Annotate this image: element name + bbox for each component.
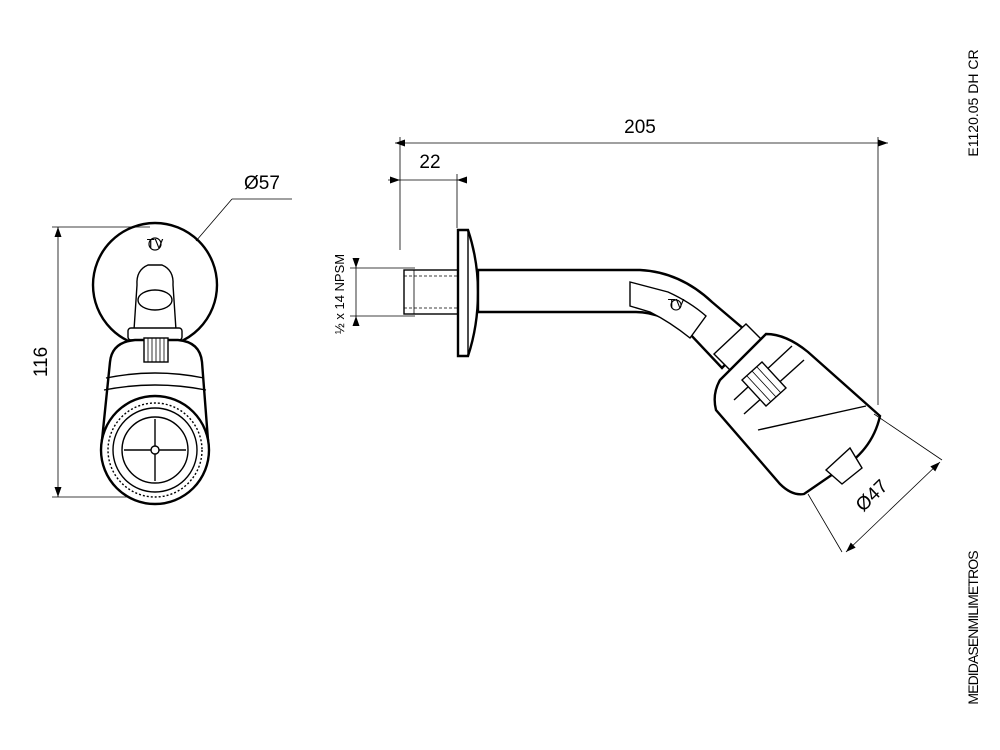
knurl-grip (143, 337, 169, 363)
knurl-grip-side (741, 361, 787, 407)
head-diameter-line (845, 461, 941, 553)
total-length-label: 205 (624, 117, 656, 138)
drawing-code: E1120.05 DH CR (965, 49, 981, 156)
front-view: 116 Ø57 TV (31, 173, 292, 506)
spray-face-teeth (107, 402, 203, 498)
brand-logo: TV (147, 236, 164, 251)
inlet-length-label: 22 (419, 152, 440, 173)
height-label: 116 (31, 347, 52, 377)
head-ext-top (873, 413, 943, 461)
head-band-bottom (103, 384, 207, 391)
brand-logo-side: TV (668, 296, 685, 311)
svg-text:TV: TV (147, 236, 164, 251)
flange-leader (195, 198, 233, 242)
units-note: MEDIDASENMILIMETROS (965, 551, 981, 705)
spray-face-ring (112, 407, 198, 493)
threaded-inlet (403, 269, 461, 315)
head-band-top (105, 372, 205, 379)
spray-face-center (150, 445, 160, 455)
arm-joint (137, 289, 173, 311)
side-view: 205 22 ½ x 14 NPSM TV (332, 117, 943, 553)
head-diameter-label: Ø47 (852, 476, 892, 516)
head-edge (757, 405, 867, 431)
arm-label-panel (629, 281, 707, 340)
spray-face-inner (121, 416, 189, 484)
thread-label: ½ x 14 NPSM (332, 254, 347, 334)
flange-diameter-label: Ø57 (244, 173, 280, 194)
shower-arm-side (476, 268, 754, 370)
svg-text:TV: TV (668, 296, 685, 311)
head-ext-bottom (807, 493, 843, 553)
